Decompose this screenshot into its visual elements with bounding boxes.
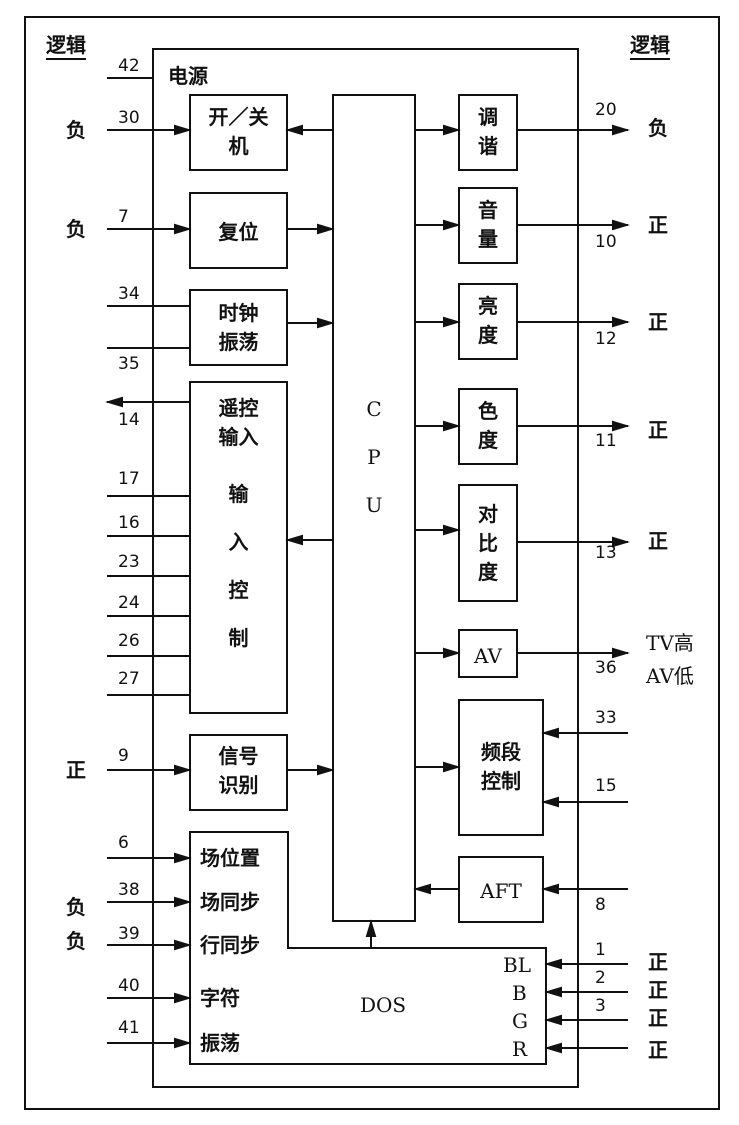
polarity-label: 正 — [648, 978, 668, 1002]
clock-block-label: 时钟 振荡 — [218, 301, 259, 354]
pin-label: 39 — [118, 924, 140, 944]
pin-label: 26 — [118, 631, 140, 651]
rgb-label-b: B — [512, 981, 527, 1005]
contrast-block-label: 对 比 度 — [478, 502, 498, 584]
polarity-label: 负 — [66, 118, 86, 142]
polarity-label: 正 — [66, 758, 86, 782]
polarity-label: 负 — [648, 116, 668, 140]
pin-label: 7 — [118, 207, 129, 227]
pin-label: 36 — [595, 658, 617, 678]
polarity-label: 正 — [648, 213, 668, 237]
remote-input-label: 遥控 输入 — [218, 396, 259, 449]
rgb-label-r: R — [512, 1037, 528, 1061]
av-low-label: AV低 — [646, 664, 694, 688]
pin-label: 13 — [595, 543, 617, 563]
polarity-label: 正 — [648, 1038, 668, 1062]
rgb-label-bl: BL — [503, 953, 531, 977]
pin-label: 24 — [118, 593, 140, 613]
clock-block — [189, 289, 288, 366]
tune-block-label: 调 谐 — [478, 105, 498, 158]
input-control-label: 输 入 控 制 — [228, 482, 249, 650]
polarity-label: 正 — [648, 1006, 668, 1030]
pin-label: 34 — [118, 284, 140, 304]
outer-frame — [24, 16, 720, 1110]
osd-line-character: 字符 — [200, 986, 240, 1010]
pin-label: 41 — [118, 1018, 140, 1038]
tv-high-label: TV高 — [646, 631, 694, 655]
osd-line-vertical-position: 场位置 — [200, 846, 260, 870]
pin-label: 2 — [595, 968, 606, 988]
ic-body — [152, 48, 579, 1088]
cpu-label: C P U — [365, 397, 383, 517]
pin-label: 15 — [595, 776, 617, 796]
power-label: 电源 — [168, 64, 208, 88]
av-block-label: AV — [474, 644, 502, 668]
osd-line-vertical-sync: 场同步 — [200, 890, 260, 914]
pin-label: 30 — [118, 108, 140, 128]
onoff-block-label: 开／关 机 — [208, 105, 269, 158]
polarity-label: 正 — [648, 418, 668, 442]
rgb-label-g: G — [512, 1009, 528, 1033]
pin-label: 10 — [595, 232, 617, 252]
logic-label-left: 逻辑 — [46, 33, 86, 57]
pin-label: 12 — [595, 329, 617, 349]
pin-label: 6 — [118, 833, 129, 853]
pin-label: 27 — [118, 669, 140, 689]
signal-id-label: 信号 识别 — [218, 744, 259, 797]
pin-label: 9 — [118, 746, 129, 766]
pin-label: 33 — [595, 708, 617, 728]
pin-label: 42 — [118, 56, 140, 76]
volume-block-label: 音 量 — [478, 198, 498, 251]
pin-label: 8 — [595, 895, 606, 915]
polarity-label: 负 — [66, 929, 86, 953]
band-block-label: 频段 控制 — [481, 740, 521, 793]
pin-label: 38 — [118, 880, 140, 900]
input-control-block — [189, 381, 288, 714]
pin-label: 1 — [595, 940, 606, 960]
pin-label: 35 — [118, 354, 140, 374]
pin-label: 23 — [118, 552, 140, 572]
brightness-block-label: 亮 度 — [478, 294, 498, 347]
dos-label: DOS — [360, 993, 407, 1017]
polarity-label: 负 — [66, 895, 86, 919]
pin-label: 20 — [595, 100, 617, 120]
pin-label: 40 — [118, 976, 140, 996]
pin-label: 16 — [118, 513, 140, 533]
polarity-label: 负 — [66, 217, 86, 241]
osd-line-oscillator: 振荡 — [200, 1031, 240, 1055]
logic-label-right: 逻辑 — [630, 33, 670, 57]
pin-label: 14 — [118, 410, 140, 430]
osd-line-horizontal-sync: 行同步 — [200, 933, 260, 957]
pin-label: 11 — [595, 431, 617, 451]
reset-block-label: 复位 — [218, 220, 259, 244]
polarity-label: 正 — [648, 310, 668, 334]
pin-label: 3 — [595, 996, 606, 1016]
color-block-label: 色 度 — [478, 399, 498, 452]
pin-label: 17 — [118, 469, 140, 489]
polarity-label: 正 — [648, 950, 668, 974]
aft-block-label: AFT — [480, 879, 522, 903]
polarity-label: 正 — [648, 529, 668, 553]
osd-block — [189, 831, 547, 1065]
